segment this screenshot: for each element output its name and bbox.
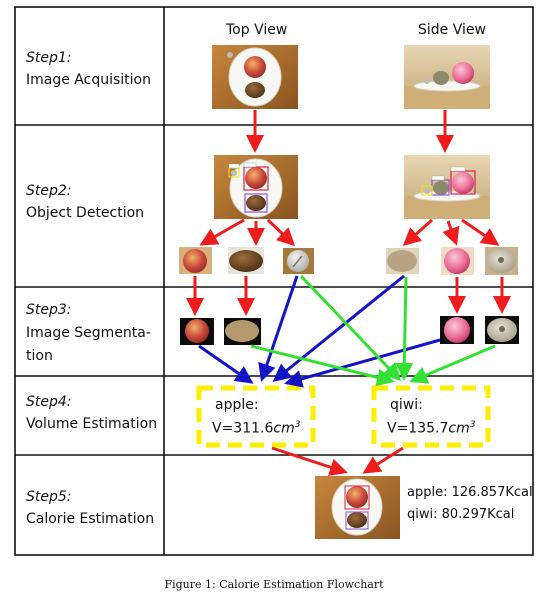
arrow-detect-to-side-coin — [461, 218, 500, 246]
qiwi-volume-unit-exp: 3 — [469, 420, 476, 430]
top-view-photo — [212, 45, 298, 109]
side-view-detection-photo — [404, 155, 490, 219]
step4-name: Volume Estimation — [26, 416, 158, 432]
apple-volume-box — [196, 385, 316, 448]
top-view-detection-photo — [214, 155, 298, 219]
side-crop-coin — [485, 247, 518, 275]
side-crop-kiwi — [386, 248, 419, 274]
step4-title: Step4: — [26, 394, 72, 410]
arrow-detect-to-side-apple — [442, 220, 460, 246]
seg-top-kiwi — [224, 318, 261, 345]
arrow-side-kiwi-to-apple-volume — [272, 274, 405, 382]
qiwi-volume-value: V=135.7cm3 — [387, 420, 475, 437]
arrow-seg-top-kiwi-to-qiwi-volume — [250, 344, 395, 387]
seg-side-apple — [440, 316, 474, 344]
figure-caption: Figure 1: Calorie Estimation Flowchart — [164, 578, 384, 591]
step5-name: Calorie Estimation — [26, 511, 155, 527]
apple-volume-unit-exp: 3 — [294, 420, 301, 430]
arrow-top-coin-to-qiwi-volume — [299, 274, 402, 382]
qiwi-calorie: qiwi: 80.297Kcal — [407, 507, 515, 522]
seg-side-coin — [485, 316, 519, 344]
apple-calorie: apple: 126.857Kcal — [407, 485, 533, 500]
seg-top-apple — [180, 318, 214, 345]
calorie-result-photo — [315, 476, 400, 539]
apple-volume-label: apple: — [215, 397, 259, 413]
apple-volume-number: V=311.6 — [212, 420, 274, 437]
qiwi-volume-unit: cm — [448, 420, 470, 437]
qiwi-volume-box — [371, 385, 491, 448]
arrow-top-coin-to-apple-volume — [258, 275, 299, 382]
arrow-side-kiwi-to-qiwi-volume — [395, 276, 414, 381]
apple-volume-unit: cm — [273, 420, 295, 437]
step2-name: Object Detection — [26, 205, 145, 221]
qiwi-volume-number: V=135.7 — [387, 420, 449, 437]
qiwi-volume-label: qiwi: — [390, 397, 423, 413]
step3-name-line1: Image Segmenta- — [26, 325, 151, 341]
step1-name: Image Acquisition — [26, 72, 151, 88]
step1-title: Step1: — [26, 50, 72, 66]
side-crop-apple — [441, 247, 474, 275]
arrow-seg-side-coin-to-qiwi-volume — [409, 344, 496, 384]
top-crop-kiwi — [228, 247, 264, 274]
arrow-detect-to-top-apple — [199, 218, 245, 246]
apple-volume-value: V=311.6cm3 — [212, 420, 300, 437]
arrow-side-apple-to-apple-volume — [284, 338, 441, 388]
arrow-qiwi-volume-to-calorie — [362, 446, 404, 474]
step2-title: Step2: — [26, 183, 72, 199]
table-grid — [14, 6, 534, 556]
step5-title: Step5: — [26, 489, 72, 505]
arrow-seg-top-apple-to-apple-volume — [198, 344, 254, 384]
top-crop-coin — [283, 248, 314, 274]
arrow-detect-to-top-coin — [266, 218, 296, 247]
arrow-detect-to-side-kiwi — [402, 218, 433, 246]
top-view-header: Top View — [226, 22, 288, 38]
step3-title: Step3: — [26, 302, 72, 318]
side-view-photo — [404, 45, 490, 109]
step3-name-line2: tion — [26, 348, 53, 364]
side-view-header: Side View — [418, 22, 486, 38]
arrow-apple-volume-to-calorie — [271, 446, 348, 476]
top-crop-apple — [179, 247, 212, 274]
